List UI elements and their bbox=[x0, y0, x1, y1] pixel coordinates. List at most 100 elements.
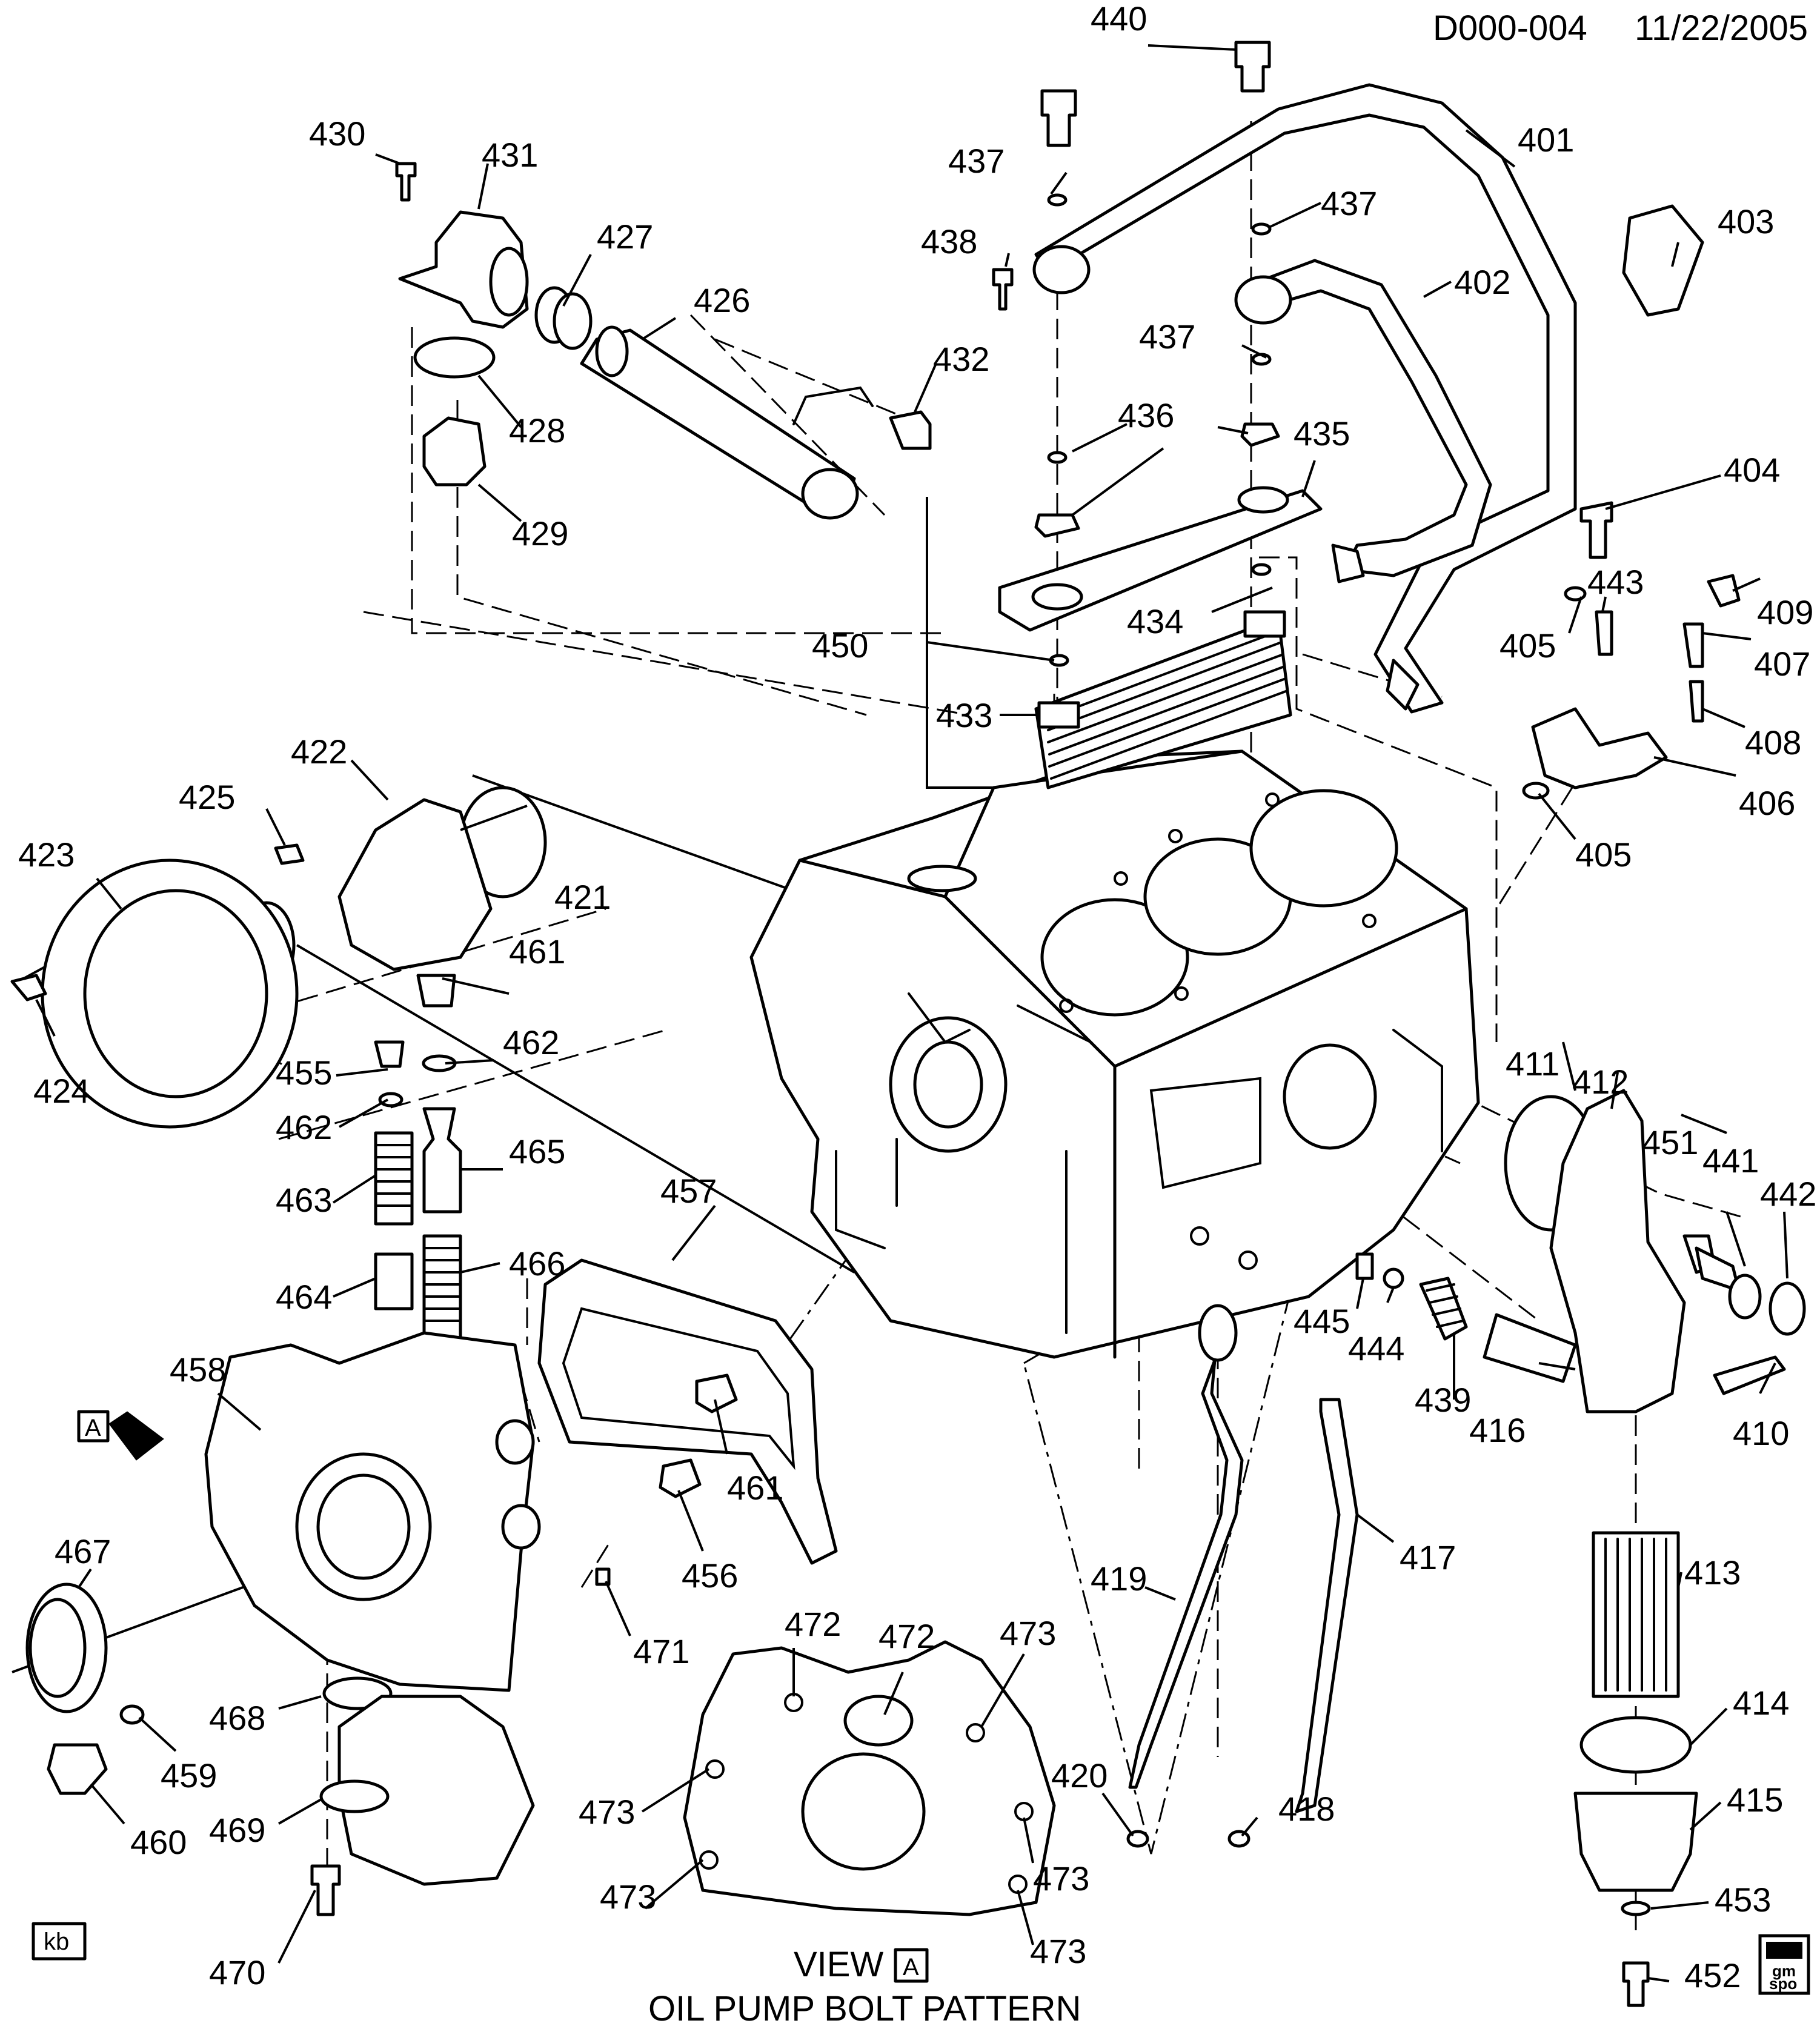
view-a-arrow bbox=[108, 1411, 164, 1461]
doc-date: 11/22/2005 bbox=[1635, 8, 1808, 48]
callout-438: 438 bbox=[921, 222, 977, 261]
logo-line2: spo bbox=[1769, 1975, 1797, 1993]
callout-462-right: 462 bbox=[503, 1023, 559, 1061]
callout-456: 456 bbox=[682, 1556, 738, 1595]
callout-437-top: 437 bbox=[948, 142, 1005, 180]
callout-470: 470 bbox=[209, 1953, 265, 1991]
oil-cooler-assembly bbox=[998, 486, 1323, 789]
callout-445: 445 bbox=[1294, 1302, 1350, 1340]
seal-and-pickup bbox=[25, 1583, 535, 1916]
callout-423: 423 bbox=[18, 835, 75, 874]
view-a-marker: A bbox=[77, 1410, 164, 1461]
callout-430: 430 bbox=[309, 115, 365, 153]
callout-464: 464 bbox=[276, 1278, 332, 1316]
callout-466: 466 bbox=[509, 1244, 565, 1283]
callout-409: 409 bbox=[1757, 593, 1813, 631]
callout-473-right: 473 bbox=[1033, 1859, 1089, 1898]
callout-469: 469 bbox=[209, 1811, 265, 1849]
callout-437-right: 437 bbox=[1321, 184, 1377, 222]
oil-pump-bolt-pattern-view bbox=[683, 1640, 1056, 1916]
callout-426: 426 bbox=[694, 281, 750, 319]
callout-434: 434 bbox=[1127, 602, 1183, 640]
callout-419: 419 bbox=[1091, 1559, 1147, 1598]
callout-467: 467 bbox=[55, 1532, 111, 1570]
thermostat-and-water-pipe bbox=[395, 162, 1014, 520]
callout-458: 458 bbox=[170, 1350, 226, 1389]
callout-422: 422 bbox=[291, 732, 347, 771]
caption-view-box bbox=[894, 1948, 929, 1983]
callout-451: 451 bbox=[1642, 1123, 1698, 1161]
callout-461-bottom: 461 bbox=[727, 1469, 783, 1507]
callout-460: 460 bbox=[130, 1823, 187, 1861]
callout-411: 411 bbox=[1506, 1045, 1559, 1083]
callout-414: 414 bbox=[1733, 1684, 1789, 1722]
callout-457: 457 bbox=[660, 1172, 717, 1210]
callout-404: 404 bbox=[1724, 451, 1780, 489]
callout-421: 421 bbox=[554, 878, 611, 916]
callout-labels: 440 437 437 437 438 436 435 434 450 433 … bbox=[18, 0, 1816, 1994]
callout-429: 429 bbox=[512, 514, 568, 553]
callout-401: 401 bbox=[1518, 121, 1574, 159]
view-a-box bbox=[77, 1410, 110, 1443]
callout-473-bottomleft: 473 bbox=[600, 1878, 656, 1916]
callout-473-left: 473 bbox=[579, 1793, 635, 1831]
caption-view-letter: A bbox=[903, 1954, 919, 1981]
callout-406: 406 bbox=[1739, 784, 1795, 822]
callout-424: 424 bbox=[33, 1072, 90, 1110]
callout-433: 433 bbox=[936, 696, 992, 734]
callout-440: 440 bbox=[1091, 0, 1147, 38]
callout-408: 408 bbox=[1745, 723, 1801, 762]
corner-tag-text: kb bbox=[44, 1928, 69, 1955]
callout-418: 418 bbox=[1278, 1790, 1335, 1828]
leader-lines bbox=[35, 44, 1788, 1982]
callout-425: 425 bbox=[179, 778, 235, 816]
water-pump-and-pulley bbox=[10, 786, 547, 1129]
callout-444: 444 bbox=[1348, 1329, 1404, 1367]
callout-452: 452 bbox=[1684, 1956, 1741, 1994]
corner-tag: kb bbox=[32, 1922, 87, 1961]
callout-420: 420 bbox=[1051, 1756, 1108, 1795]
callout-407: 407 bbox=[1754, 645, 1810, 683]
callout-432: 432 bbox=[933, 340, 989, 378]
callout-472-right: 472 bbox=[878, 1617, 935, 1655]
callout-459: 459 bbox=[161, 1756, 217, 1795]
callout-465: 465 bbox=[509, 1132, 565, 1171]
callout-405-bottom: 405 bbox=[1575, 835, 1632, 874]
callout-450: 450 bbox=[812, 626, 868, 665]
pressure-relief-parts bbox=[374, 974, 462, 1347]
doc-id: D000-004 bbox=[1433, 8, 1587, 48]
callout-471: 471 bbox=[633, 1632, 689, 1670]
callout-413: 413 bbox=[1684, 1553, 1741, 1592]
callout-461-top: 461 bbox=[509, 932, 565, 971]
callout-473-bottomright: 473 bbox=[1030, 1932, 1086, 1970]
gm-spo-logo: gm spo bbox=[1758, 1934, 1810, 1995]
front-cover-and-gasket bbox=[204, 1258, 838, 1692]
callout-441: 441 bbox=[1702, 1141, 1759, 1180]
callout-453: 453 bbox=[1715, 1881, 1771, 1919]
callout-417: 417 bbox=[1400, 1538, 1456, 1576]
callout-436: 436 bbox=[1118, 396, 1174, 434]
view-a-letter: A bbox=[85, 1415, 101, 1441]
callout-468: 468 bbox=[209, 1699, 265, 1737]
callout-439: 439 bbox=[1415, 1381, 1471, 1419]
callout-455: 455 bbox=[276, 1054, 332, 1092]
callout-431: 431 bbox=[482, 136, 538, 174]
callout-463: 463 bbox=[276, 1181, 332, 1219]
callout-412: 412 bbox=[1572, 1063, 1629, 1101]
oil-sensor-parts bbox=[1522, 204, 1741, 800]
callout-410: 410 bbox=[1733, 1414, 1789, 1452]
callout-462-left: 462 bbox=[276, 1108, 332, 1146]
callout-428: 428 bbox=[509, 411, 565, 450]
logo-line1: gm bbox=[1772, 1962, 1796, 1980]
callout-402: 402 bbox=[1454, 263, 1510, 301]
engine-block bbox=[749, 749, 1480, 1359]
callout-473-topright: 473 bbox=[1000, 1614, 1056, 1652]
caption-view-word: VIEW bbox=[794, 1945, 883, 1984]
caption-title: OIL PUMP BOLT PATTERN bbox=[648, 1989, 1081, 2026]
callout-435: 435 bbox=[1294, 414, 1350, 453]
callout-443: 443 bbox=[1587, 563, 1644, 601]
callout-405-top: 405 bbox=[1500, 626, 1556, 665]
callout-403: 403 bbox=[1718, 202, 1774, 241]
callout-442: 442 bbox=[1760, 1175, 1816, 1213]
